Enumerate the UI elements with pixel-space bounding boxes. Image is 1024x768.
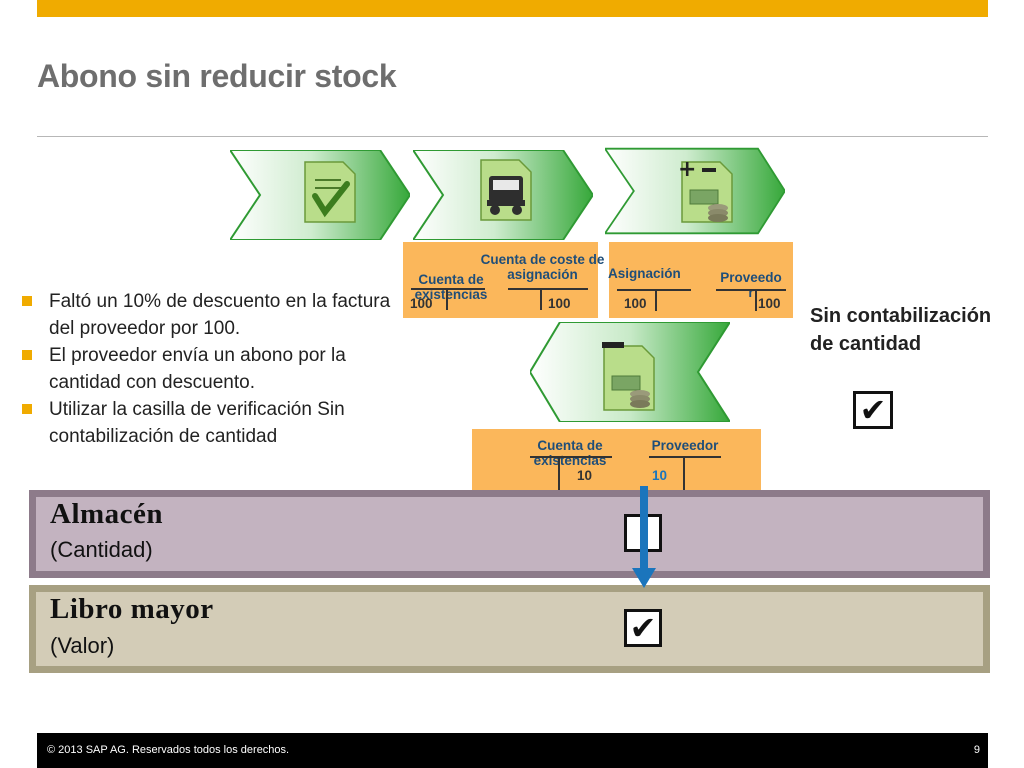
table-1-right-label: Cuenta de coste de asignación xyxy=(480,252,605,282)
table-1-right-divider xyxy=(540,290,542,310)
table-3-right-rule xyxy=(649,456,721,458)
table-3-right-label: Proveedor xyxy=(651,438,719,453)
minus-money-document-icon xyxy=(602,342,655,411)
bullet-item: El proveedor envía un abono por la canti… xyxy=(22,342,397,396)
table-3-right-value: 10 xyxy=(652,468,668,483)
table-2-right-value: 100 xyxy=(758,296,781,311)
table-2-right-label: Proveedor xyxy=(720,270,782,300)
bullet-item: Faltó un 10% de descuento en la factura … xyxy=(22,288,397,342)
check-document-icon xyxy=(304,161,356,223)
page-title: Abono sin reducir stock xyxy=(37,58,397,94)
table-3-left-value: 10 xyxy=(577,468,593,483)
ledger-table-1 xyxy=(403,242,598,318)
down-arrow-icon xyxy=(632,486,656,588)
table-1-left-rule xyxy=(411,288,485,290)
bullet-list: Faltó un 10% de descuento en la factura … xyxy=(22,288,397,450)
bullet-square-icon xyxy=(22,296,32,306)
plus-minus-money-document-icon: + xyxy=(678,157,733,223)
libro-mayor-checkbox[interactable]: ✔ xyxy=(624,609,662,647)
table-2-right-rule xyxy=(716,289,786,291)
table-3-left-divider xyxy=(558,458,560,491)
svg-text:+: + xyxy=(678,157,696,182)
top-accent-bar xyxy=(37,0,988,17)
bullet-square-icon xyxy=(22,404,32,414)
table-3-left-label: Cuenta de existencias xyxy=(533,438,607,468)
table-1-left-divider xyxy=(446,290,448,310)
sin-contabilizacion-label: Sin contabilización de cantidad xyxy=(810,305,992,355)
libro-mayor-band xyxy=(29,585,990,673)
libro-mayor-subtitle: (Valor) xyxy=(50,633,115,658)
table-2-right-divider xyxy=(755,291,757,311)
bullet-item: Utilizar la casilla de verificación Sin … xyxy=(22,396,397,450)
almacen-subtitle: (Cantidad) xyxy=(50,537,153,562)
table-1-left-value: 100 xyxy=(410,296,433,311)
almacen-title: Almacén xyxy=(50,498,164,530)
footer-page-number: 9 xyxy=(973,744,980,756)
libro-mayor-title: Libro mayor xyxy=(50,593,214,625)
truck-document-icon xyxy=(480,159,532,221)
table-2-left-divider xyxy=(655,291,657,311)
table-1-left-label: Cuenta de existencias xyxy=(414,272,488,302)
footer-bar: © 2013 SAP AG. Reservados todos los dere… xyxy=(37,733,988,768)
table-2-left-value: 100 xyxy=(624,296,647,311)
table-2-left-rule xyxy=(617,289,691,291)
ledger-table-3 xyxy=(472,429,761,491)
sin-contabilizacion-checkbox[interactable]: ✔ xyxy=(853,391,893,429)
footer-copyright: © 2013 SAP AG. Reservados todos los dere… xyxy=(47,744,290,756)
table-2-left-label: Asignación xyxy=(608,266,681,281)
table-3-right-divider xyxy=(683,458,685,491)
title-divider xyxy=(37,136,988,137)
almacen-band xyxy=(29,490,990,578)
table-1-right-rule xyxy=(508,288,588,290)
table-3-left-rule xyxy=(530,456,612,458)
ledger-table-2 xyxy=(609,242,793,318)
table-1-right-value: 100 xyxy=(548,296,571,311)
bullet-square-icon xyxy=(22,350,32,360)
